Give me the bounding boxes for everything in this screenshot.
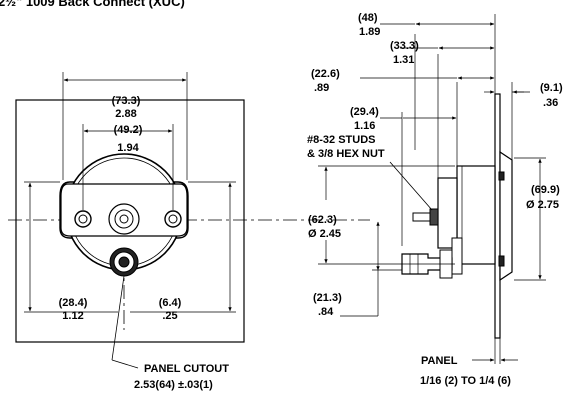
dim-623-in: Ø 2.45 xyxy=(308,228,342,240)
case-body xyxy=(456,165,496,265)
center-boss-mid xyxy=(114,209,134,229)
dim-699-in: Ø 2.75 xyxy=(526,199,560,211)
leader-cutout-1 xyxy=(111,275,125,361)
dim-9-in: .36 xyxy=(543,97,559,109)
dim-22-mm: (22.6) xyxy=(311,68,340,80)
dim-29-in: 1.16 xyxy=(354,120,376,132)
dim-28-mm: (28.4) xyxy=(58,297,88,309)
leader-studs xyxy=(389,161,433,211)
dim-29-mm: (29.4) xyxy=(350,106,379,118)
bezel-window-top xyxy=(498,171,505,181)
front-view xyxy=(8,72,370,369)
stud-right-inner xyxy=(168,214,178,224)
dim-49-mm: (49.2) xyxy=(113,124,143,136)
panel-thickness: 1/16 (2) TO 1/4 (6) xyxy=(420,375,511,387)
dim-6-in: .25 xyxy=(162,310,178,322)
panel-label: PANEL xyxy=(421,355,458,367)
dim-9-mm: (9.1) xyxy=(540,82,563,94)
panel-outline xyxy=(15,99,245,343)
stud-left xyxy=(74,210,92,228)
dim-28-in: 1.12 xyxy=(62,310,84,322)
dim-623-mm: (62.3) xyxy=(308,214,337,226)
dim-213-in: .84 xyxy=(318,306,334,318)
dim-49-in: 1.94 xyxy=(117,142,139,154)
side-view xyxy=(318,14,546,364)
leader-cutout-2 xyxy=(111,359,139,369)
studs-label-2: & 3/8 HEX NUT xyxy=(307,148,385,160)
dim-699-mm: (69.9) xyxy=(531,184,560,196)
dim-33-mm: (33.3) xyxy=(390,40,419,52)
center-boss-inner xyxy=(119,214,129,224)
dim-6-mm: (6.4) xyxy=(158,297,182,309)
bezel xyxy=(499,150,513,282)
hex-nut-side xyxy=(429,208,439,226)
dim-73-in: 2.88 xyxy=(115,108,137,120)
dim-22-in: .89 xyxy=(314,82,330,94)
back-plate-lower xyxy=(451,237,463,275)
dim-213-mm: (21.3) xyxy=(313,292,342,304)
drawing-title: 2½" 1009 Back Connect (XUC) xyxy=(0,0,185,9)
panel-plate xyxy=(494,93,501,339)
panel-cutout-value: 2.53(64) ±.03(1) xyxy=(134,379,213,391)
dim-33-in: 1.31 xyxy=(393,54,415,66)
dim-48-mm: (48) xyxy=(358,12,378,24)
dim-48-in: 1.89 xyxy=(359,26,381,38)
stud-right xyxy=(164,210,182,228)
connector-nut-hole xyxy=(118,256,130,268)
panel-cutout-label: PANEL CUTOUT xyxy=(144,363,229,375)
studs-label-1: #8-32 STUDS xyxy=(307,134,376,146)
dim-73-mm: (73.3) xyxy=(111,95,141,107)
stud-left-inner xyxy=(78,214,88,224)
center-boss-outer xyxy=(108,203,140,235)
bezel-window-bottom xyxy=(498,255,505,267)
